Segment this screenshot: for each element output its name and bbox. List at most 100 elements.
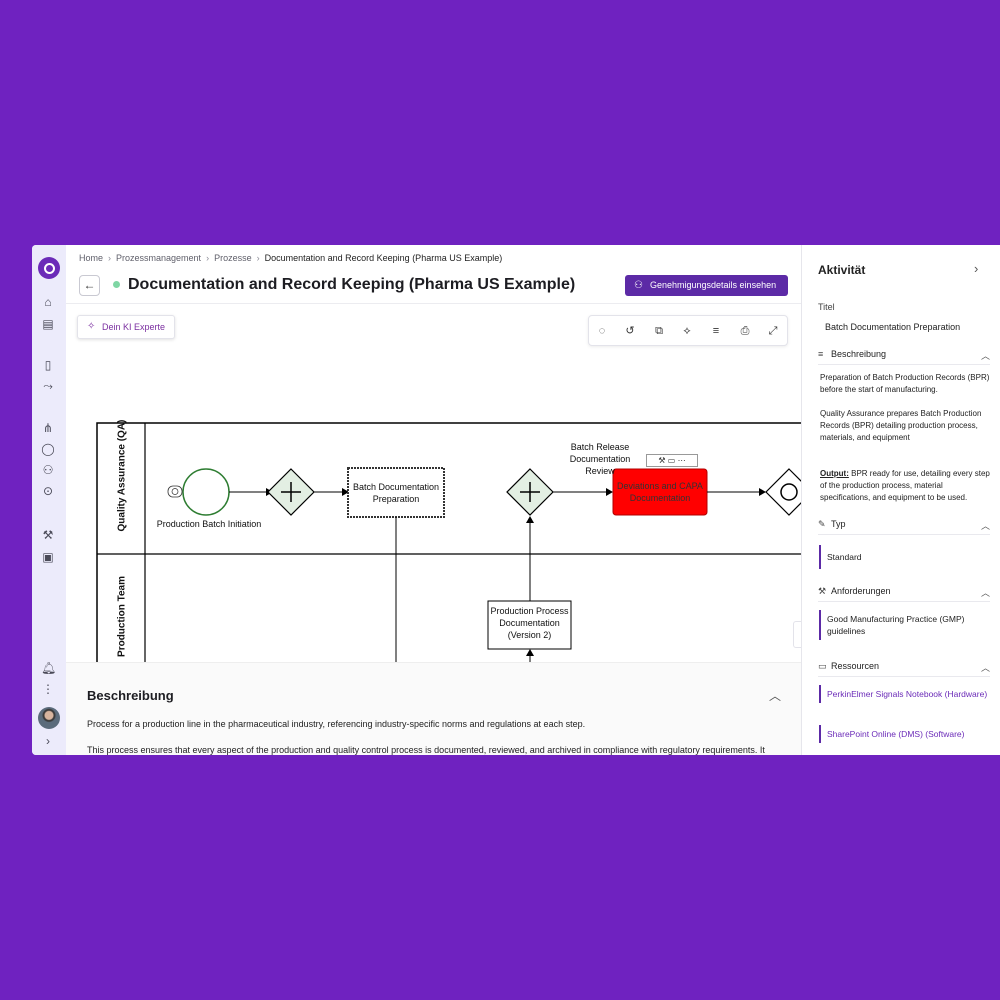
history-icon[interactable]: ↺ <box>625 325 635 337</box>
ai-expert-button[interactable]: ✧ Dein KI Experte <box>77 315 175 339</box>
breadcrumb-prozesse[interactable]: Prozesse <box>214 253 252 263</box>
typ-value-card[interactable]: Standard <box>819 545 991 569</box>
more-vertical-icon[interactable]: ⋮ <box>42 682 54 696</box>
app-logo-icon[interactable] <box>38 257 60 279</box>
beschreibung-p1: Preparation of Batch Production Records … <box>820 373 990 394</box>
chevron-right-icon: › <box>108 253 112 263</box>
share-icon[interactable]: ⧉ <box>655 325 663 337</box>
more-horizontal-icon[interactable]: ⋯ <box>677 456 686 465</box>
home-icon[interactable]: ⌂ <box>44 295 52 309</box>
fit-view-icon[interactable]: ⟡ <box>683 325 691 337</box>
divider <box>818 601 990 602</box>
description-title: Beschreibung <box>87 688 174 703</box>
annotation-release-label: Batch Release Documentation Review <box>569 442 631 476</box>
comment-icon[interactable]: ◌ <box>598 325 606 337</box>
org-chart-icon[interactable]: ⋔ <box>42 421 54 435</box>
output-text: BPR ready for use, detailing every step … <box>820 469 990 502</box>
section-typ-header[interactable]: ✎ Typ ︿ <box>818 519 990 531</box>
task-production-label: Production Process Documentation (Versio… <box>490 606 569 640</box>
description-paragraph-2: This process ensures that every aspect o… <box>87 745 765 755</box>
bpmn-canvas <box>96 422 801 662</box>
workflow-icon[interactable]: ⤳ <box>43 379 53 393</box>
description-panel: Beschreibung ︿ Process for a production … <box>66 662 801 755</box>
section-beschreibung-title: Beschreibung <box>831 349 887 359</box>
diagram-toolbar: ◌ ↺ ⧉ ⟡ ≡ ⎙ ⤢ <box>588 315 788 346</box>
breadcrumb-current: Documentation and Record Keeping (Pharma… <box>264 253 503 263</box>
fullscreen-icon[interactable]: ⤢ <box>768 325 778 337</box>
start-marker-icon <box>167 485 183 498</box>
resource-item[interactable]: SharePoint Online (DMS) (Software) <box>819 725 991 743</box>
users-icon[interactable]: ⚇ <box>42 463 54 477</box>
briefcase-icon[interactable]: ▣ <box>42 550 54 564</box>
users-icon: ⚇ <box>634 280 643 291</box>
anforderungen-value-card[interactable]: Good Manufacturing Practice (GMP) guidel… <box>819 610 991 640</box>
laptop-icon[interactable]: ▭ <box>667 456 676 465</box>
breadcrumb-prozessmanagement[interactable]: Prozessmanagement <box>116 253 202 263</box>
bell-icon[interactable]: 🔔︎ <box>41 661 57 675</box>
beschreibung-p2: Quality Assurance prepares Batch Product… <box>820 409 982 442</box>
approval-details-button[interactable]: ⚇ Genehmigungsdetails einsehen <box>625 275 788 296</box>
page-title: Documentation and Record Keeping (Pharma… <box>128 276 576 293</box>
task-batch-doc <box>347 467 445 518</box>
gavel-icon[interactable]: ⚒ <box>42 528 54 542</box>
divider <box>818 364 990 365</box>
divider <box>818 676 990 677</box>
location-icon[interactable]: ⊙ <box>42 484 54 498</box>
task-deviation-label: Deviations and CAPA Documentation <box>617 481 703 503</box>
map-icon[interactable]: ▯ <box>44 358 52 372</box>
section-typ-title: Typ <box>831 519 846 529</box>
section-beschreibung-header[interactable]: ≡ Beschreibung ︿ <box>818 349 990 361</box>
tag-icon: ✎ <box>818 519 826 529</box>
event-gateway <box>765 468 801 516</box>
main-content: Home › Prozessmanagement › Prozesse › Document… <box>66 245 801 755</box>
user-icon[interactable]: ◯ <box>41 442 55 456</box>
chevron-up-icon: ︿ <box>980 588 990 598</box>
description-paragraph-1: Process for a production line in the pha… <box>87 719 586 729</box>
chevron-up-icon[interactable]: ︿ <box>769 689 782 703</box>
ai-expert-label: Dein KI Experte <box>102 322 166 332</box>
box-icon: ▭ <box>818 661 827 671</box>
gavel-icon: ⚒ <box>818 586 827 596</box>
chevron-up-icon: ︿ <box>980 351 990 361</box>
filter-icon[interactable]: ≡ <box>712 325 720 337</box>
chevron-right-icon: › <box>256 253 260 263</box>
chevron-right-icon[interactable]: › <box>974 261 979 276</box>
titel-label: Titel <box>818 302 835 312</box>
section-anforderungen-title: Anforderungen <box>831 586 891 596</box>
lane-label-production: Production Team <box>116 576 128 657</box>
titel-value[interactable]: Batch Documentation Preparation <box>825 322 961 332</box>
sparkle-icon: ✧ <box>87 321 96 332</box>
lane-label-qa: Quality Assurance (QA) <box>116 419 128 532</box>
user-avatar[interactable] <box>38 707 60 729</box>
start-event-label: Production Batch Initiation <box>156 519 262 529</box>
element-context-tools[interactable]: ⚒ ▭ ⋯ <box>646 454 698 467</box>
print-icon[interactable]: ⎙ <box>740 325 750 337</box>
task-production <box>487 600 572 650</box>
start-event <box>182 468 230 516</box>
beschreibung-output: Output: BPR ready for use, detailing eve… <box>820 468 990 504</box>
section-ressourcen-header[interactable]: ▭Ressourcen︿ <box>818 661 990 673</box>
side-panel-title: Aktivität <box>818 263 866 277</box>
breadcrumb: Home › Prozessmanagement › Prozesse › Document… <box>79 253 502 263</box>
gavel-icon[interactable]: ⚒ <box>658 456 666 465</box>
divider <box>818 534 990 535</box>
bpmn-diagram[interactable]: Quality Assurance (QA) Production Team P… <box>66 355 801 662</box>
app-window: ⌂ ▤ ▯ ⤳ ⋔ ◯ ⚇ ⊙ ⚒ ▣ 🔔︎ ⋮ › Home › Prozessm… <box>32 245 1000 755</box>
document-icon[interactable]: ▤ <box>42 317 54 331</box>
left-nav-rail: ⌂ ▤ ▯ ⤳ ⋔ ◯ ⚇ ⊙ ⚒ ▣ 🔔︎ ⋮ › <box>32 245 66 755</box>
breadcrumb-home[interactable]: Home <box>79 253 104 263</box>
section-anforderungen-header[interactable]: ⚒ Anforderungen ︿ <box>818 586 990 598</box>
task-batch-doc-label: Batch Documentation Preparation <box>352 482 440 504</box>
back-button[interactable]: ← <box>79 275 100 296</box>
approval-details-label: Genehmigungsdetails einsehen <box>650 280 777 290</box>
chevron-up-icon: ︿ <box>980 521 990 531</box>
chevron-right-icon: › <box>206 253 210 263</box>
diagram-settings-button[interactable]: ⚙ <box>793 621 801 648</box>
text-lines-icon: ≡ <box>818 349 824 359</box>
status-dot <box>113 281 120 288</box>
output-label: Output: <box>820 469 849 478</box>
arrow-left-icon: ← <box>83 278 96 292</box>
expand-chevron-icon[interactable]: › <box>46 734 50 748</box>
resource-item[interactable]: PerkinElmer Signals Notebook (Hardware) <box>819 685 991 703</box>
activity-side-panel: Aktivität › Titel Batch Documentation Pr… <box>801 245 1000 755</box>
